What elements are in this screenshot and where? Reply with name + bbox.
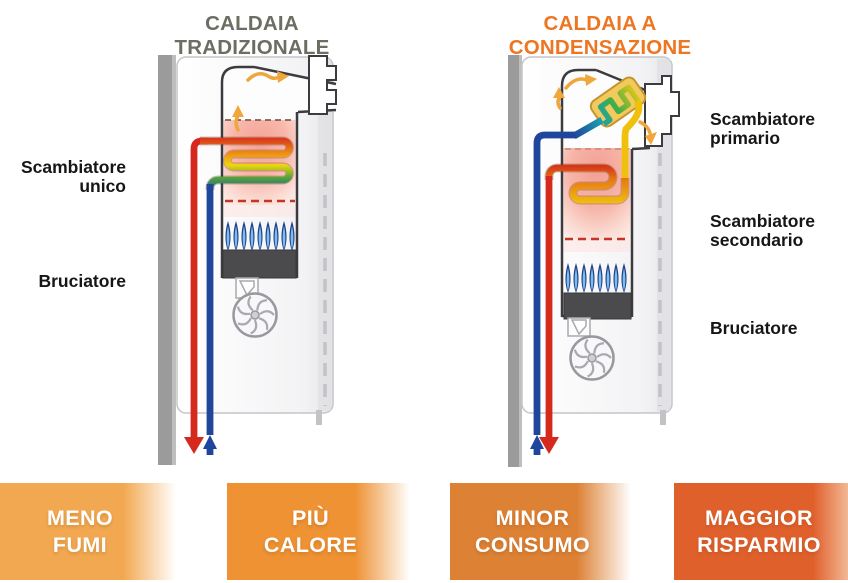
hot-out-arrow (539, 437, 559, 454)
wall (158, 55, 176, 465)
flue-terminal (644, 75, 680, 147)
burner-flames-icon (225, 221, 295, 251)
banner-maggior-risparmio: MAGGIOR RISPARMIO (674, 483, 848, 580)
heat-exchanger-coil (190, 136, 294, 437)
label-bruciatore-right: Bruciatore (710, 318, 798, 338)
flow-arrows (184, 435, 217, 455)
label-scambiatore-unico: Scambiatore unico (20, 157, 126, 196)
title-condensing: CALDAIA A CONDENSAZIONE (508, 12, 692, 59)
fan-icon (567, 317, 615, 381)
label-bruciatore-left: Bruciatore (38, 271, 126, 291)
condensate-stub (660, 410, 666, 425)
burner (222, 249, 297, 279)
pipes-and-coil (533, 99, 643, 437)
hot-out-arrow (184, 437, 204, 454)
banner-text: MENO FUMI (46, 506, 114, 557)
primary-heat-exchanger-coil (545, 164, 629, 204)
boiler-condensing-diagram (508, 55, 680, 467)
burner (563, 292, 632, 320)
cold-water-pipe (533, 131, 576, 435)
condensate-stub (316, 410, 322, 425)
flow-arrows (530, 435, 559, 455)
combustion-chamber (560, 68, 651, 318)
secondary-heat-exchanger (589, 76, 647, 128)
exhaust-arrows-icon (553, 74, 657, 145)
wall (508, 55, 522, 467)
banner-meno-fumi: MENO FUMI (0, 483, 176, 580)
banner-text: PIÙ CALORE (263, 506, 358, 557)
banner-text: MINOR CONSUMO (474, 506, 591, 557)
boiler-traditional-diagram (158, 55, 337, 465)
exhaust-arrows-icon (232, 71, 289, 132)
banner-text: MAGGIOR RISPARMIO (697, 506, 821, 557)
flue-terminal (308, 55, 337, 115)
cold-in-arrow (203, 435, 217, 449)
banner-piu-calore: PIÙ CALORE (227, 483, 410, 580)
banner-minor-consumo: MINOR CONSUMO (450, 483, 631, 580)
label-scambiatore-primario: Scambiatore primario (710, 109, 816, 148)
label-scambiatore-secondario: Scambiatore secondario (710, 211, 816, 250)
fan-icon (232, 277, 278, 338)
title-traditional: CALDAIA TRADIZIONALE (174, 12, 330, 59)
cold-in-arrow (530, 435, 544, 449)
